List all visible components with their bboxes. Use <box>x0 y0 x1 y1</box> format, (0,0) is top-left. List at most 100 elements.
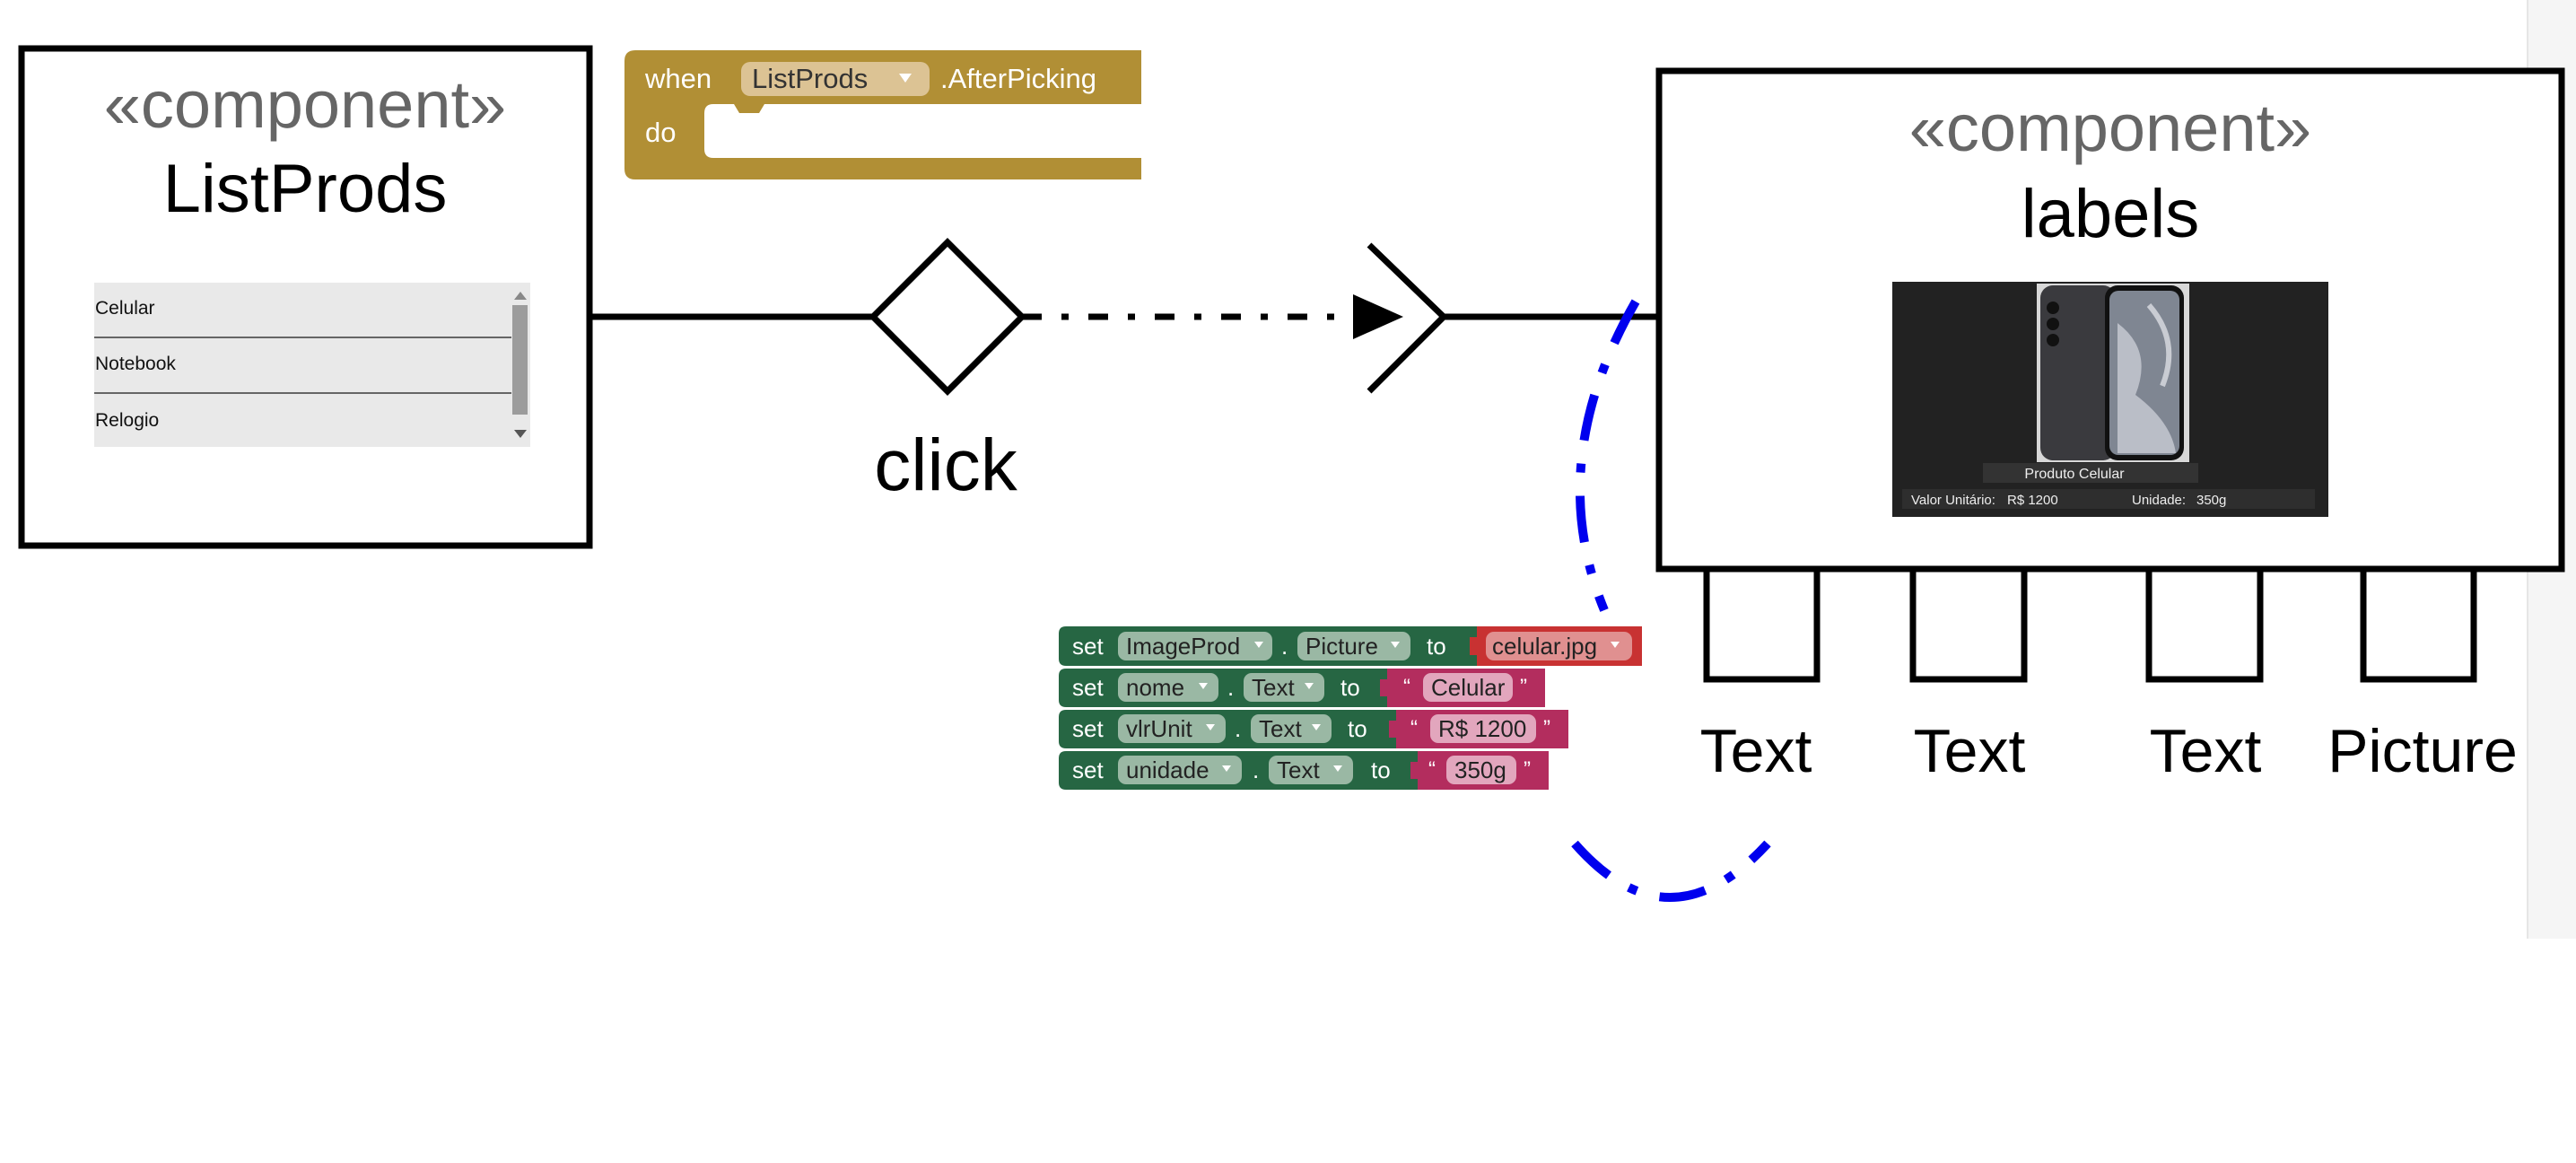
event-name: .AfterPicking <box>940 63 1096 94</box>
price-caption: Valor Unitário: <box>1911 493 1995 508</box>
close-quote-icon: ” <box>1520 675 1527 699</box>
to-keyword: to <box>1348 715 1367 742</box>
list-item[interactable]: Relogio <box>95 410 159 431</box>
camera-lens-icon <box>2047 302 2059 314</box>
component-dropdown[interactable]: vlrUnit <box>1118 714 1226 743</box>
text-value: Celular <box>1431 674 1506 701</box>
left-component-stereotype: «component» <box>104 67 506 142</box>
listview[interactable]: Celular Notebook Relogio <box>94 283 530 447</box>
close-quote-icon: ” <box>1524 757 1531 782</box>
event-when-keyword: when <box>644 63 712 94</box>
open-quote-icon: “ <box>1410 716 1418 740</box>
open-quote-icon: “ <box>1428 757 1436 782</box>
component-name: ImageProd <box>1126 633 1240 660</box>
value-block-picture[interactable]: celular.jpg <box>1470 626 1642 666</box>
port-label: Text <box>2150 717 2262 785</box>
connector-label-click: click <box>874 424 1017 506</box>
to-keyword: to <box>1427 633 1446 660</box>
camera-lens-icon <box>2047 334 2059 346</box>
statement-notch <box>734 104 764 113</box>
phone-image <box>2037 284 2189 462</box>
blue-dashed-curve <box>1571 299 1771 902</box>
component-name: nome <box>1126 674 1184 701</box>
list-item-celular[interactable]: Celular <box>95 298 155 319</box>
connector: click <box>589 238 1659 506</box>
arrowhead-icon <box>1353 294 1403 339</box>
scroll-down-arrow-icon[interactable] <box>514 430 527 438</box>
port-label: Picture <box>2327 717 2518 785</box>
set-block[interactable]: set ImageProd . Picture to celular.jpg <box>1059 626 1642 666</box>
set-block[interactable]: set nome . Text to “ Celular ” <box>1059 669 1545 707</box>
property-dropdown[interactable]: Text <box>1269 756 1353 784</box>
event-do-keyword: do <box>645 117 676 148</box>
value-block-text[interactable]: “ R$ 1200 ” <box>1389 710 1568 748</box>
dropdown-arrow-icon <box>1391 642 1400 648</box>
right-component-box[interactable]: «component» labels Produto Celular Valor… <box>1655 67 2565 573</box>
property-dropdown[interactable]: Picture <box>1297 632 1410 660</box>
dot-separator: . <box>1227 674 1234 701</box>
event-component-name: ListProds <box>752 63 868 94</box>
list-scrollbar[interactable] <box>512 292 528 438</box>
dot-separator: . <box>1253 756 1259 783</box>
set-block[interactable]: set vlrUnit . Text to “ R$ 1200 ” <box>1059 710 1568 748</box>
set-block[interactable]: set unidade . Text to “ 350g ” <box>1059 751 1549 790</box>
dropdown-arrow-icon <box>1611 642 1620 648</box>
dropdown-arrow-icon <box>1199 683 1208 689</box>
to-keyword: to <box>1371 756 1391 783</box>
dot-separator: . <box>1281 633 1288 660</box>
camera-lens-icon <box>2047 318 2059 330</box>
decision-diamond[interactable] <box>869 238 1026 396</box>
dropdown-arrow-icon <box>1254 642 1263 648</box>
list-item-relogio[interactable]: Relogio <box>95 410 159 431</box>
product-label: Produto Celular <box>2024 467 2125 482</box>
property-name: Text <box>1277 756 1320 783</box>
list-item[interactable]: Celular <box>95 298 155 319</box>
list-item[interactable]: Notebook <box>95 354 176 374</box>
property-dropdown[interactable]: Text <box>1251 714 1332 743</box>
value-block-text[interactable]: “ Celular ” <box>1380 669 1545 707</box>
left-component-name: ListProds <box>163 151 448 227</box>
property-name: Text <box>1252 674 1295 701</box>
dropdown-arrow-icon <box>1206 724 1215 730</box>
left-component-box[interactable]: «component» ListProds Celular Notebook R… <box>18 45 593 549</box>
text-value: R$ 1200 <box>1438 715 1526 742</box>
port-text-3[interactable] <box>2145 565 2264 683</box>
event-component-dropdown[interactable]: ListProds <box>741 62 930 96</box>
list-item-notebook[interactable]: Notebook <box>95 354 176 374</box>
dropdown-arrow-icon <box>1305 683 1314 689</box>
event-block-afterpicking[interactable]: when ListProds .AfterPicking do <box>624 50 1141 179</box>
property-dropdown[interactable]: Text <box>1244 673 1324 702</box>
set-keyword: set <box>1072 674 1104 701</box>
scroll-up-arrow-icon[interactable] <box>514 292 527 300</box>
app-preview: Produto Celular Valor Unitário: R$ 1200 … <box>1892 282 2328 517</box>
scroll-thumb[interactable] <box>512 305 528 415</box>
open-quote-icon: “ <box>1403 675 1410 699</box>
set-keyword: set <box>1072 756 1104 783</box>
dropdown-arrow-icon <box>1222 765 1231 772</box>
unit-caption: Unidade: <box>2132 493 2186 508</box>
value-block-text[interactable]: “ 350g ” <box>1410 751 1549 790</box>
dropdown-arrow-icon <box>899 74 912 83</box>
component-dropdown[interactable]: nome <box>1118 673 1218 702</box>
dot-separator: . <box>1235 715 1241 742</box>
component-dropdown[interactable]: ImageProd <box>1118 632 1272 660</box>
component-dropdown[interactable]: unidade <box>1118 756 1242 784</box>
set-keyword: set <box>1072 715 1104 742</box>
set-keyword: set <box>1072 633 1104 660</box>
dropdown-arrow-icon <box>1333 765 1342 772</box>
unit-value: 350g <box>2196 493 2226 508</box>
price-value: R$ 1200 <box>2007 493 2058 508</box>
text-value: 350g <box>1454 756 1506 783</box>
port-picture[interactable] <box>2360 565 2477 683</box>
port-label: Text <box>1914 717 2026 785</box>
to-keyword: to <box>1340 674 1360 701</box>
property-name: Text <box>1259 715 1302 742</box>
component-name: vlrUnit <box>1126 715 1192 742</box>
port-label: Text <box>1700 717 1812 785</box>
port-text-1[interactable] <box>1703 565 1821 683</box>
dropdown-arrow-icon <box>1312 724 1321 730</box>
port-text-2[interactable] <box>1909 565 2028 683</box>
set-blocks: set ImageProd . Picture to celular.jpg <box>1059 626 1642 790</box>
ports: Text Text Text Picture <box>1700 565 2518 785</box>
